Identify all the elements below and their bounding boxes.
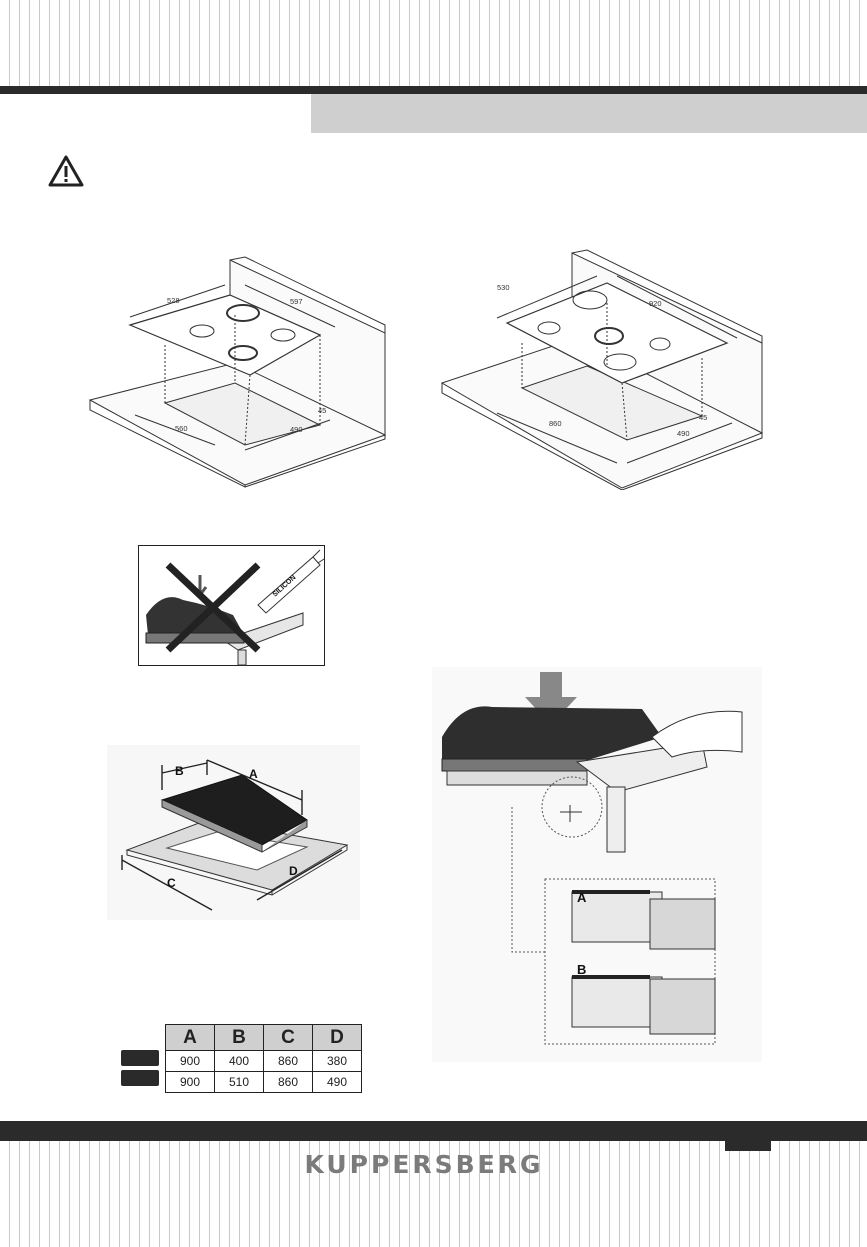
frame-label-d: D — [289, 864, 298, 878]
table-cell: 900 — [165, 1071, 215, 1093]
frame-label-b: B — [175, 764, 184, 778]
brand-logo: KUPPERSBERG — [304, 1150, 544, 1179]
table-cell: 490 — [312, 1071, 362, 1093]
hob-installation-illustration: A B — [432, 667, 762, 1062]
footer-bar — [0, 1121, 867, 1141]
dim-cut-width: 560 — [175, 424, 188, 433]
table-cell: 510 — [214, 1071, 264, 1093]
table-cell: 860 — [263, 1071, 313, 1093]
dim-cut-depth: 490 — [677, 429, 690, 438]
table-header: C — [263, 1024, 313, 1051]
table-row: 900 400 860 380 — [165, 1050, 362, 1072]
header-bar — [0, 86, 867, 94]
dim-width: 920 — [649, 299, 662, 308]
footer-stripes — [0, 1141, 867, 1247]
detail-label-a: A — [577, 890, 587, 905]
section-title-panel — [311, 94, 867, 133]
dim-width: 597 — [290, 297, 303, 306]
no-silicone-illustration: SILICON — [138, 545, 325, 666]
table-header: A — [165, 1024, 215, 1051]
dim-cut-width: 860 — [549, 419, 562, 428]
frame-label-a: A — [249, 767, 258, 781]
dim-depth: 528 — [167, 296, 180, 305]
table-cell: 900 — [165, 1050, 215, 1072]
header-stripes — [0, 0, 867, 86]
page-number-tab — [725, 1141, 771, 1151]
table-header: B — [214, 1024, 264, 1051]
table-cell: 400 — [214, 1050, 264, 1072]
dimension-table: A B C D 900 400 860 380 900 510 860 490 — [165, 1024, 362, 1093]
hob-type-icons — [117, 1047, 163, 1089]
hob-frame-dimensions-illustration: B A C D — [107, 745, 360, 920]
table-row: 900 510 860 490 — [165, 1071, 362, 1093]
dim-edge: 45 — [699, 413, 707, 422]
table-header-row: A B C D — [165, 1024, 362, 1051]
table-header: D — [312, 1024, 362, 1051]
four-burner-hob-icon — [121, 1070, 159, 1086]
dim-cut-depth: 490 — [290, 425, 303, 434]
cross-mark-icon — [165, 562, 261, 653]
warning-triangle-icon — [48, 155, 84, 187]
cutout-diagram-60cm: 528 597 560 490 45 — [88, 256, 387, 488]
cutout-diagram-90cm: 530 920 860 490 45 — [440, 249, 764, 490]
three-burner-hob-icon — [121, 1050, 159, 1066]
dim-depth: 530 — [497, 283, 510, 292]
table-cell: 380 — [312, 1050, 362, 1072]
frame-label-c: C — [167, 876, 176, 890]
dim-edge: 45 — [318, 406, 326, 415]
detail-label-b: B — [577, 962, 586, 977]
table-cell: 860 — [263, 1050, 313, 1072]
